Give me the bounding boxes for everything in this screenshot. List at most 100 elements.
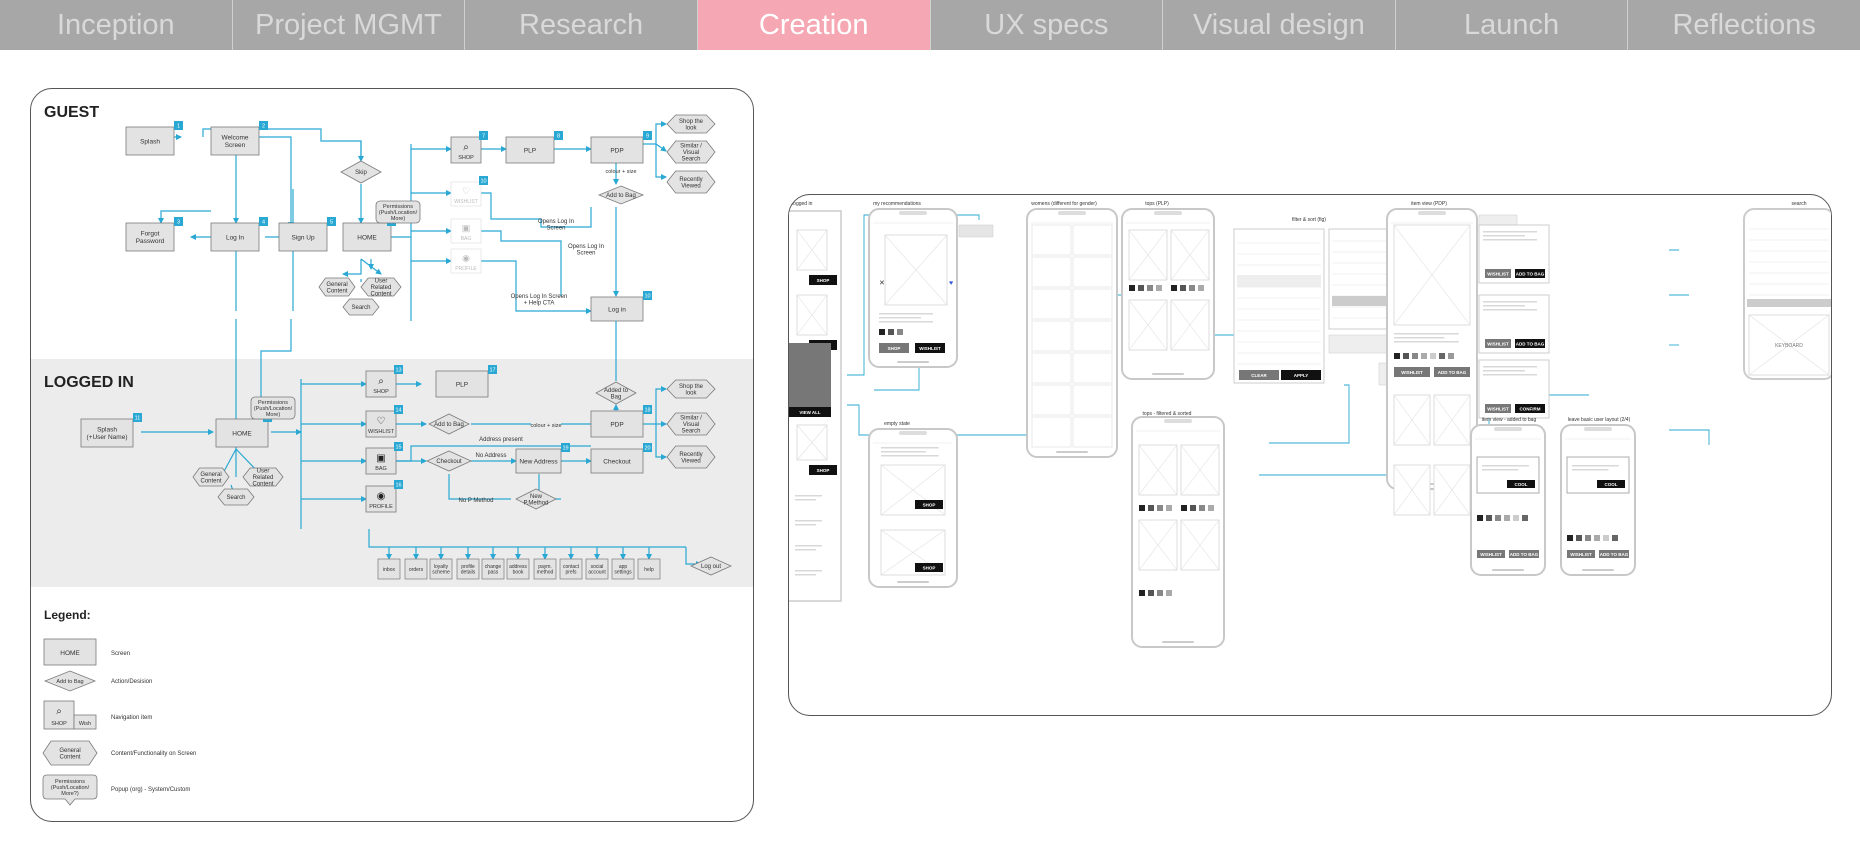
badge-4	[259, 217, 268, 226]
plp-node-label: PLP	[524, 147, 536, 154]
wf-womens-phone-home-bar	[1056, 451, 1088, 453]
tab-project-mgmt[interactable]: Project MGMT	[233, 0, 466, 50]
wf-leave-swatch-3	[1594, 535, 1600, 541]
wf-pdp-text-line-0	[1394, 333, 1459, 335]
home-node	[342, 222, 392, 252]
wf-pdp-image-x2	[1393, 224, 1471, 326]
wf-womens-cell-0-0	[1031, 224, 1072, 256]
wf-womens-cell-4-0	[1031, 352, 1072, 384]
wf-added-add-btn-label: ADD TO BAG	[1510, 552, 1539, 557]
wf-plp-a-swatch-0	[1129, 285, 1135, 291]
tab-visual-design[interactable]: Visual design	[1163, 0, 1396, 50]
wf-pdp-swatch-5	[1439, 353, 1445, 359]
wf-womens-cell-4-1	[1072, 352, 1113, 384]
general-content-node	[318, 277, 356, 297]
wf-pdp-wishlist-btn	[1394, 367, 1430, 377]
wf-search-keyboard-label: KEYBOARD	[1775, 343, 1803, 349]
wire-connector	[847, 214, 980, 376]
tab-creation[interactable]: Creation	[697, 0, 931, 50]
logged-home-node-label: HOME	[232, 430, 252, 437]
wf-leave-dialog-text-line-0	[1572, 465, 1619, 467]
wf-title-womens: womens (different for gender)	[1031, 201, 1097, 207]
wf-size-wish-1	[1485, 339, 1511, 348]
badge-17	[488, 365, 497, 374]
badge-16	[394, 480, 403, 489]
wf-pdp-text-line-2	[1394, 341, 1459, 343]
tab-ux-specs[interactable]: UX specs	[931, 0, 1164, 50]
c	[448, 474, 511, 500]
new-address-node	[515, 448, 562, 474]
badge-5-text: 5	[330, 220, 333, 226]
logged-plp-node-label: PLP	[456, 381, 468, 388]
nav-bag-label: BAG	[461, 236, 472, 242]
flow-connector	[643, 386, 667, 425]
wf-pdp-phone-notch	[1418, 211, 1446, 215]
wf-filt-b-swatch-1	[1190, 505, 1196, 511]
heart-icon: ♥	[949, 280, 953, 287]
wf-home-list-1-line-0	[795, 520, 822, 522]
tab-research[interactable]: Research	[465, 0, 698, 50]
wf-added-wish-btn	[1477, 550, 1505, 558]
new-address-node-label: New Address	[519, 458, 558, 465]
tab-launch[interactable]: Launch	[1396, 0, 1629, 50]
logout-decision-label: Log out	[701, 564, 721, 570]
legend-nav-label: SHOP	[51, 721, 67, 727]
wf-title-empty-state: empty state	[884, 421, 910, 427]
flow-connector	[481, 260, 592, 314]
wf-size-btn-1-label: ADD TO BAG	[1516, 341, 1545, 346]
wf-plp-phone-home-bar	[1152, 373, 1184, 375]
logged-nav-wishlist-label: WISHLIST	[368, 429, 395, 435]
badge-1-text: 1	[177, 124, 180, 130]
wf-filter-clear-btn	[1239, 370, 1279, 380]
profile-sub-label-1: orders	[409, 567, 424, 573]
legend-action-desc: Action/Desision	[111, 679, 152, 685]
nav-wishlist	[450, 181, 482, 207]
wf-rec-swatch-1	[888, 329, 894, 335]
forgot-password-node	[125, 222, 175, 252]
logout-decision	[690, 556, 732, 576]
logged-nav-shop-label: SHOP	[373, 389, 389, 395]
legend-content-sample	[42, 740, 98, 766]
legend-popup-desc: Popup (org) - System/Custom	[111, 787, 190, 793]
tab-inception[interactable]: Inception	[0, 0, 233, 50]
wf-view-all-btn	[789, 407, 831, 417]
wf-added-dialog-text-line-0	[1482, 465, 1529, 467]
wf-added-swatch-4	[1513, 515, 1519, 521]
flow-connector	[643, 121, 667, 145]
wf-rec-wishlist-btn-label: WISHLIST	[919, 346, 941, 351]
tab-reflections[interactable]: Reflections	[1672, 8, 1816, 41]
wf-title-logged-in: - logged in	[789, 201, 813, 207]
logged-recently-viewed-node	[666, 445, 716, 469]
wf-empty-card-2-x2	[880, 529, 946, 576]
wf-empty-shop-btn-2-label: SHOP	[923, 565, 936, 570]
legend-nav-desc: Navigation item	[111, 715, 152, 721]
flow-connector	[655, 144, 667, 180]
wf-added-phone-home-bar	[1492, 569, 1524, 571]
badge-5	[327, 217, 336, 226]
wf-leave-wish-btn-label: WISHLIST	[1570, 552, 1592, 557]
badge-10	[479, 176, 488, 185]
logged-in-title: LOGGED IN	[44, 374, 134, 391]
wf-pdp-swatch-0	[1394, 353, 1400, 359]
signup-node	[278, 222, 328, 252]
wf-title-filter-sort: filter & sort (fig)	[1292, 217, 1326, 223]
search-icon: ⌕	[378, 376, 384, 387]
badge-14	[394, 405, 403, 414]
flow-connector	[655, 143, 667, 152]
nav-profile-label: PROFILE	[455, 266, 477, 272]
wf-womens-cell-6-1	[1072, 416, 1113, 448]
wf-size-wish-2-label: WISHLIST	[1487, 406, 1509, 411]
wf-pdp-rel-0-x2	[1393, 394, 1431, 446]
wf-rec-note	[958, 224, 994, 238]
wf-empty-shop-btn-1	[915, 500, 943, 509]
wf-plp-phone-notch	[1154, 211, 1182, 215]
badge-3	[174, 217, 183, 226]
profile-sub-6	[533, 558, 557, 580]
badge-7	[479, 131, 488, 140]
wf-home-shop-btn-0	[809, 275, 837, 285]
